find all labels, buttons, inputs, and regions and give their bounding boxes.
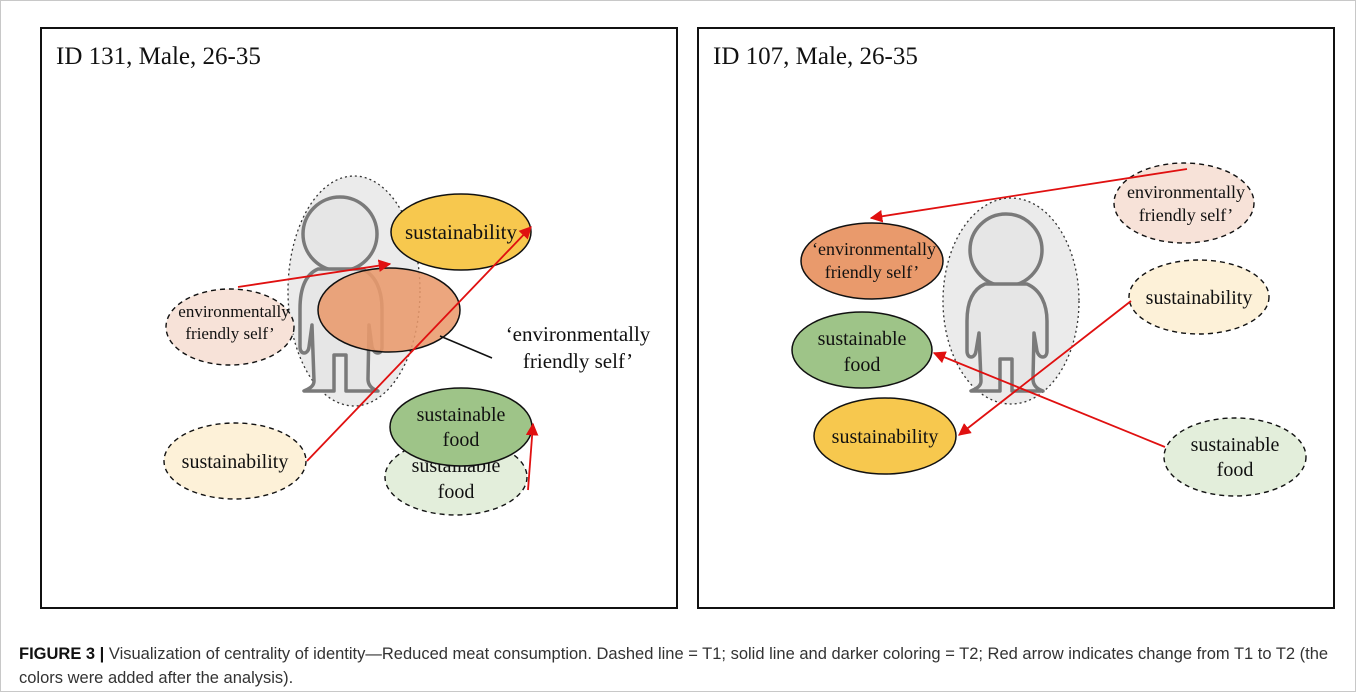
person-icon [965,212,1049,393]
panel-title-left: ID 131, Male, 26-35 [56,43,261,70]
label-food-t2-line1: sustainable [417,404,506,426]
panel-title-right: ID 107, Male, 26-35 [713,43,918,70]
label-env-self-t2-line2: friendly self’ [523,349,633,373]
arrow-sustainability [958,300,1132,436]
label-env-self-t2-line1: ‘environmentally [506,322,651,346]
arrow-food [525,422,539,491]
node-env-self-t1 [165,288,295,366]
node-food-t2 [791,311,933,389]
callout-line [439,335,493,359]
label-sustainability-t2: sustainability [832,426,939,448]
node-sustainability-t1 [163,422,307,500]
label-food-t1-line1: sustainable [1191,434,1280,456]
label-sustainability-t1: sustainability [1146,287,1253,309]
figure-label: FIGURE 3 | [19,645,105,663]
label-food-t2-line1: sustainable [818,328,907,350]
node-food-t2 [389,387,533,467]
arrow-env-self [237,259,392,288]
arrow-food [932,351,1166,448]
label-sustainability-t1: sustainability [182,451,289,473]
node-env-self-t2 [800,222,944,300]
node-sustainability-t1 [1128,259,1270,335]
label-env-self-t1-line1: environmentally [178,302,290,321]
node-env-self-t1 [1113,162,1255,244]
label-food-t2-line2: food [443,429,480,451]
node-env-self-t2 [317,267,461,353]
panel-right-diagram: environmentally friendly self’ ‘environm… [791,162,1307,497]
label-env-self-t1-line2: friendly self’ [1139,205,1233,225]
figure-caption: FIGURE 3 | Visualization of centrality o… [19,642,1339,690]
label-food-t1-line2: food [1217,459,1254,481]
label-env-self-t1-line1: environmentally [1127,182,1245,202]
label-env-self-t2-line2: friendly self’ [825,262,919,282]
arrow-sustainability [306,226,532,462]
node-food-t1 [1163,417,1307,497]
arrow-env-self [869,168,1188,223]
panel-id-131: sustainability environmentally friendly … [40,27,678,609]
label-env-self-t1-line2: friendly self’ [185,324,274,343]
label-sustainability-t2: sustainability [405,220,517,244]
node-sustainability-t2 [813,397,957,475]
label-food-t2-line2: food [844,354,881,376]
label-food-t1-line2: food [438,481,475,503]
caption-text: Visualization of centrality of identity—… [19,645,1329,687]
label-env-self-t2-line1: ‘environmentally [812,239,936,259]
panel-left-diagram: sustainability environmentally friendly … [163,175,651,516]
panel-id-107: environmentally friendly self’ ‘environm… [697,27,1335,609]
